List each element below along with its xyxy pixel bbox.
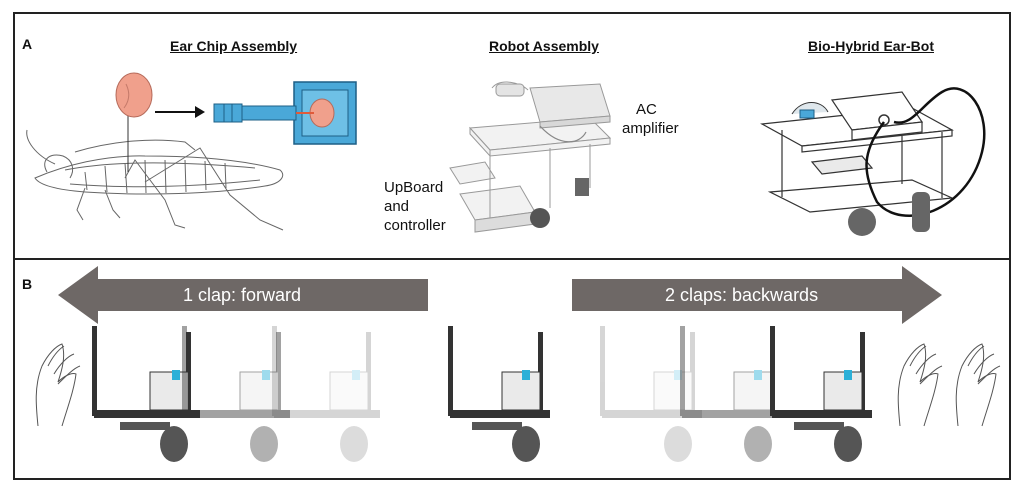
ear-chip-heading: Ear Chip Assembly (170, 38, 298, 54)
robot-assembly-illustration (449, 81, 612, 233)
ac-label-line2: amplifier (622, 120, 679, 137)
panel-a-letter: A (22, 36, 33, 52)
upboard-label-line1: UpBoard (384, 179, 444, 196)
upboard-label-line3: controller (384, 217, 446, 234)
clapping-hands-right-icon-1 (897, 343, 943, 427)
panel-b-letter: B (22, 276, 33, 292)
robot-sequence-backwards (600, 326, 872, 462)
right-arrow-icon (155, 106, 205, 118)
robot-sequence-forward (92, 326, 380, 462)
ac-label-line1: AC (636, 101, 657, 118)
figure-frame (13, 12, 1011, 480)
robot-center (448, 326, 550, 462)
upboard-label-line2: and (384, 198, 410, 215)
clapping-hands-right-icon-2 (955, 343, 1001, 427)
robot-assembly-heading: Robot Assembly (489, 38, 599, 54)
biohybrid-robot-illustration (760, 87, 986, 236)
backwards-arrow-shape (572, 266, 942, 324)
clapping-hands-left-icon (35, 343, 81, 427)
ear-icon (115, 72, 153, 118)
backwards-arrow-label: 2 claps: backwards (665, 285, 819, 305)
panel-divider (13, 258, 1011, 260)
forward-arrow-label: 1 clap: forward (183, 285, 302, 305)
locust-illustration (26, 115, 284, 231)
biohybrid-heading: Bio-Hybrid Ear-Bot (808, 38, 934, 54)
ear-chip-device (213, 81, 357, 145)
forward-arrow-shape (58, 266, 428, 324)
